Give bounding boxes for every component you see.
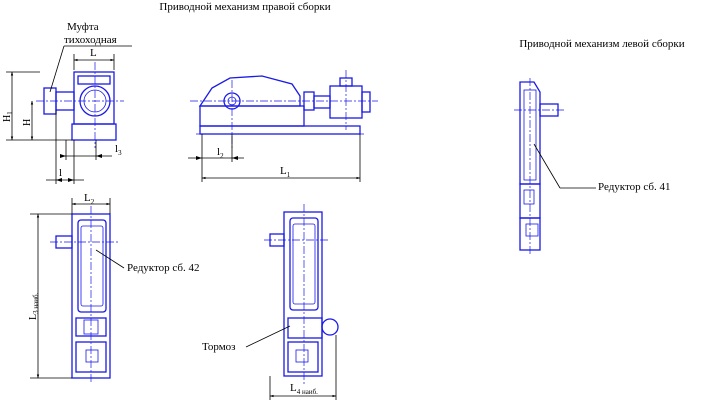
coupling-label-line1: Муфта <box>67 21 99 33</box>
dim-L4-label: L <box>290 382 297 394</box>
left-assembly-view <box>514 78 566 256</box>
dim-l2-front: l2 <box>188 134 244 182</box>
dim-L-label: L <box>90 47 97 59</box>
dim-L1: L1 <box>201 134 361 182</box>
dim-L: L <box>73 47 115 70</box>
dim-l3: l3 <box>60 140 122 160</box>
dim-L2: L2 <box>71 192 111 214</box>
brake-label: Тормоз <box>202 341 236 353</box>
plan-outline-brake <box>283 211 323 377</box>
dim-H1: H1 <box>2 71 72 141</box>
dim-l3-label: l <box>115 143 118 155</box>
title-right-assembly: Приводной механизм правой сборки <box>159 1 330 13</box>
coupling-callout: Муфта тихоходная <box>49 21 132 93</box>
svg-text:l2: l2 <box>217 146 224 160</box>
base-frame-front <box>199 125 361 135</box>
brake-unit <box>287 317 323 339</box>
reducer-housing-front <box>198 75 301 107</box>
top-view-with-brake <box>264 204 339 384</box>
dim-l-label: l <box>59 167 62 179</box>
front-view-drive <box>190 70 378 150</box>
top-view-reducer-42 <box>50 206 118 384</box>
reducer-42-label: Редуктор сб. 42 <box>127 262 200 274</box>
dim-l: l <box>46 110 84 184</box>
dim-L2-label: L <box>84 192 91 204</box>
dim-L1-label: L <box>280 165 287 177</box>
dim-L3: L3 наиб. <box>28 213 72 379</box>
svg-text:l3: l3 <box>115 143 122 157</box>
svg-text:L3 наиб.: L3 наиб. <box>28 292 40 320</box>
brake-drum <box>321 318 339 336</box>
dim-l2-front-label: l <box>217 146 220 158</box>
svg-text:H1: H1 <box>2 111 14 122</box>
reducer-41-callout: Редуктор сб. 41 <box>533 143 671 193</box>
dim-H-label: H <box>22 119 33 126</box>
svg-text:L1: L1 <box>280 165 291 179</box>
dim-L4: L4 наиб. <box>269 335 337 400</box>
dim-L3-label: L <box>28 314 39 320</box>
dim-H1-label: H <box>2 115 13 122</box>
reducer-42-callout: Редуктор сб. 42 <box>95 249 200 274</box>
base-frame-side <box>71 123 117 141</box>
coupling-label-line2: тихоходная <box>64 34 117 46</box>
brake-callout: Тормоз <box>202 325 291 353</box>
title-left-assembly: Приводной механизм левой сборки <box>519 38 684 50</box>
svg-text:L4 наиб.: L4 наиб. <box>290 382 318 396</box>
side-view-drive <box>36 62 124 148</box>
reducer-41-label: Редуктор сб. 41 <box>598 181 671 193</box>
dim-H: H <box>22 100 34 141</box>
svg-text:L2: L2 <box>84 192 95 206</box>
